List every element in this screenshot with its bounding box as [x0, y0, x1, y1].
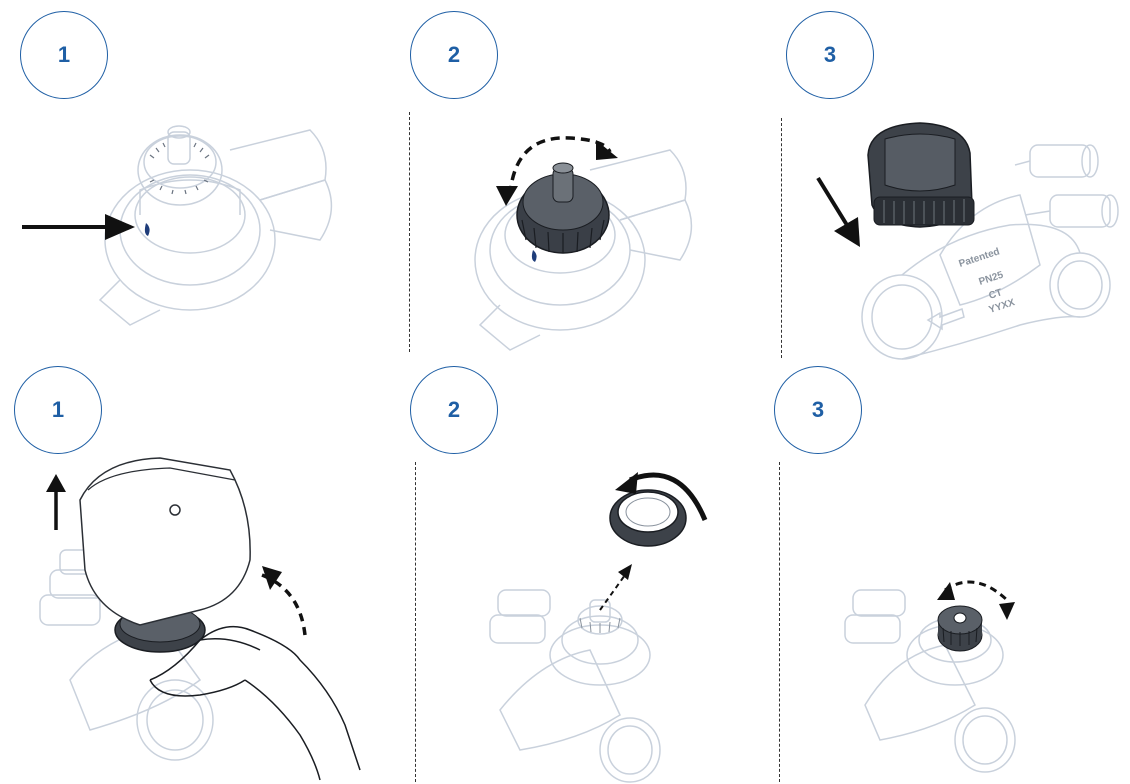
top-step-3-illustration: Patented PN25 CT YYXX [790, 105, 1130, 360]
panel-divider [779, 462, 780, 782]
bottom-step-3-illustration [785, 450, 1130, 784]
bottom-step-1-illustration [0, 450, 410, 784]
step-number: 2 [447, 42, 461, 67]
marking-patented: Patented [958, 246, 1002, 270]
top-step-1-illustration [0, 110, 400, 360]
step-number-circle: 2 [410, 11, 498, 99]
step-number-circle: 1 [14, 366, 102, 454]
step-number: 3 [811, 397, 825, 422]
marking-ct: CT [988, 287, 1004, 302]
step-number-circle: 3 [774, 366, 862, 454]
marking-pressure: PN25 [978, 270, 1006, 288]
panel-divider [409, 112, 410, 352]
panel-divider [415, 462, 416, 782]
step-number-circle: 1 [20, 11, 108, 99]
step-number-circle: 3 [786, 11, 874, 99]
step-number: 3 [823, 42, 837, 67]
step-number: 1 [51, 397, 65, 422]
step-number: 1 [57, 42, 71, 67]
panel-divider [781, 118, 782, 358]
step-number-circle: 2 [410, 366, 498, 454]
top-step-2-illustration [420, 110, 780, 360]
step-number: 2 [447, 397, 461, 422]
bottom-step-2-illustration [420, 450, 780, 784]
